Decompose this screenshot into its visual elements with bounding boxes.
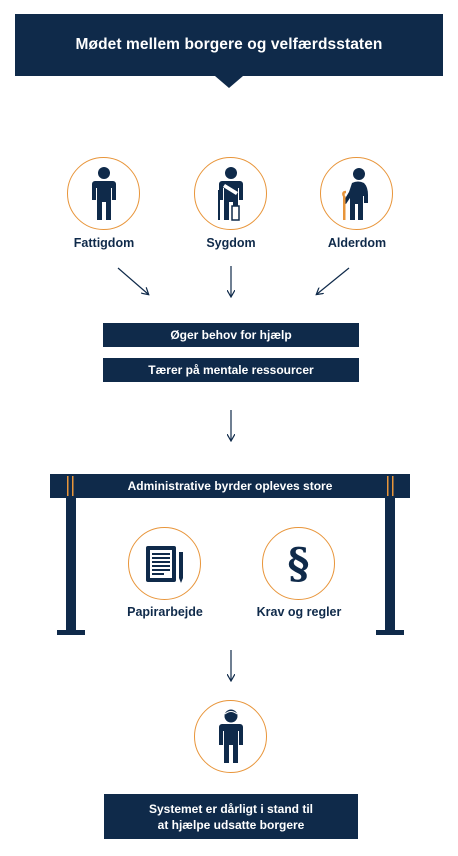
person-standing-icon <box>91 166 116 220</box>
elderly-person-icon <box>341 167 368 220</box>
barrier-label-krav: Krav og regler <box>256 605 342 619</box>
effect-label-1: Øger behov for hjælp <box>170 328 292 342</box>
paragraph-icon: § <box>287 538 310 588</box>
cause-circle-sygdom <box>194 157 267 230</box>
effect-box-2: Tærer på mentale ressourcer <box>103 358 359 382</box>
arrow-fattigdom <box>117 267 148 294</box>
cause-label-fattigdom: Fattigdom <box>73 236 135 250</box>
result-line-1: Systemet er dårligt i stand til <box>148 801 314 816</box>
result-line-2: at hjælpe udsatte borgere <box>157 817 305 832</box>
barrier-title: Administrative byrder opleves store <box>127 479 333 493</box>
document-pen-icon <box>145 545 183 583</box>
cause-label-alderdom: Alderdom <box>327 236 387 250</box>
person-icon <box>218 709 243 763</box>
header-banner: Mødet mellem borgere og velfærdsstaten <box>15 14 443 76</box>
cause-circle-fattigdom <box>67 157 140 230</box>
result-box: Systemet er dårligt i stand til at hjælp… <box>104 794 358 839</box>
effect-label-2: Tærer på mentale ressourcer <box>148 363 314 377</box>
person-injured-icon <box>217 166 243 221</box>
effect-box-1: Øger behov for hjælp <box>103 323 359 347</box>
result-circle <box>194 700 267 773</box>
barrier-circle-krav: § <box>262 527 335 600</box>
arrow-alderdom <box>317 267 350 294</box>
page-title: Mødet mellem borgere og velfærdsstaten <box>75 36 383 53</box>
barrier-circle-papirarbejde <box>128 527 201 600</box>
cause-label-sygdom: Sygdom <box>206 236 256 250</box>
header-notch <box>215 76 243 88</box>
barrier-label-papirarbejde: Papirarbejde <box>127 605 203 619</box>
cause-circle-alderdom <box>320 157 393 230</box>
barrier-title-box: Administrative byrder opleves store <box>80 474 380 498</box>
